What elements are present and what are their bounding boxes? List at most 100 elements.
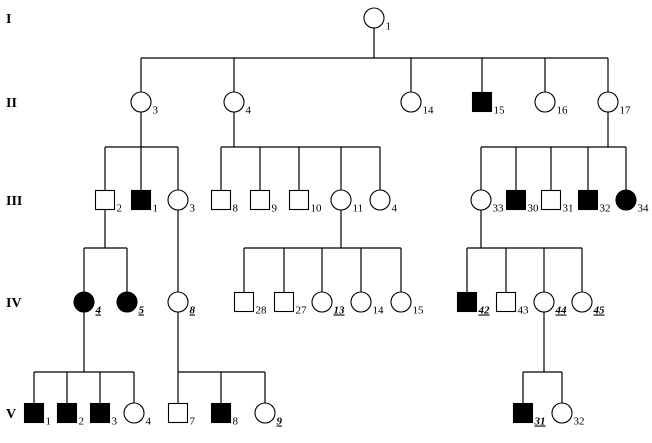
individual-i-1: 1 xyxy=(363,7,391,33)
unaffected-female-symbol xyxy=(363,7,385,29)
individual-label: 15 xyxy=(494,105,506,117)
individual-iii-11: 11 xyxy=(330,189,364,215)
individual-label: 15 xyxy=(413,305,425,317)
affected-male-symbol xyxy=(456,291,478,313)
individual-label: 13 xyxy=(334,305,346,317)
affected-male-symbol xyxy=(130,189,152,211)
unaffected-female-symbol xyxy=(330,189,352,211)
individual-iii-34: 34 xyxy=(615,189,649,215)
individual-iv-27: 27 xyxy=(273,291,308,317)
individual-iv-14: 14 xyxy=(350,291,385,317)
individual-label: 10 xyxy=(311,203,323,215)
individual-label: 1 xyxy=(153,203,159,215)
unaffected-male-symbol xyxy=(288,189,310,211)
individual-label: 30 xyxy=(528,203,540,215)
unaffected-male-symbol xyxy=(167,402,189,424)
individual-v-31: 31 xyxy=(512,402,546,428)
individual-iv-13: 13 xyxy=(311,291,346,317)
individual-iii-32: 32 xyxy=(577,189,611,215)
individual-label: 3 xyxy=(153,105,159,117)
generation-label-II: II xyxy=(6,96,17,111)
individual-v-32: 32 xyxy=(551,402,585,428)
individual-iv-8: 8 xyxy=(167,291,196,317)
unaffected-female-symbol xyxy=(400,91,422,113)
individual-label: 1 xyxy=(46,416,52,428)
affected-female-symbol xyxy=(116,291,138,313)
unaffected-male-symbol xyxy=(540,189,562,211)
unaffected-female-symbol xyxy=(311,291,333,313)
affected-female-symbol xyxy=(615,189,637,211)
descent-lines xyxy=(33,27,627,404)
individual-label: 8 xyxy=(190,305,196,317)
individual-label: 11 xyxy=(353,203,364,215)
individual-label: 14 xyxy=(373,305,385,317)
individual-label: 31 xyxy=(563,203,574,215)
unaffected-female-symbol xyxy=(223,91,245,113)
individual-ii-15: 15 xyxy=(471,91,506,117)
individual-label: 4 xyxy=(392,203,398,215)
individual-label: 44 xyxy=(555,305,568,317)
unaffected-female-symbol xyxy=(350,291,372,313)
individual-label: 42 xyxy=(478,305,491,317)
individual-label: 32 xyxy=(600,203,611,215)
unaffected-female-symbol xyxy=(470,189,492,211)
unaffected-female-symbol xyxy=(369,189,391,211)
individual-ii-3: 3 xyxy=(130,91,159,117)
generation-label-I: I xyxy=(6,12,11,27)
unaffected-female-symbol xyxy=(551,402,573,424)
affected-male-symbol xyxy=(89,402,111,424)
individual-label: 17 xyxy=(620,105,632,117)
individual-label: 16 xyxy=(557,105,569,117)
individual-iii-8: 8 xyxy=(210,189,239,215)
individual-iii-3: 3 xyxy=(167,189,196,215)
affected-male-symbol xyxy=(23,402,45,424)
individual-label: 33 xyxy=(493,203,505,215)
individual-label: 9 xyxy=(277,416,283,428)
unaffected-male-symbol xyxy=(94,189,116,211)
individual-iv-45: 45 xyxy=(571,291,606,317)
individual-iv-4: 4 xyxy=(73,291,102,317)
individual-label: 2 xyxy=(79,416,85,428)
affected-male-symbol xyxy=(210,402,232,424)
individual-label: 8 xyxy=(233,416,239,428)
affected-male-symbol xyxy=(471,91,493,113)
affected-male-symbol xyxy=(512,402,534,424)
affected-male-symbol xyxy=(505,189,527,211)
individual-label: 28 xyxy=(256,305,268,317)
individual-iii-10: 10 xyxy=(288,189,323,215)
generation-label-IV: IV xyxy=(6,296,22,311)
unaffected-female-symbol xyxy=(533,291,555,313)
individual-label: 9 xyxy=(272,203,278,215)
individual-iii-1: 1 xyxy=(130,189,159,215)
individual-iv-28: 28 xyxy=(233,291,268,317)
unaffected-female-symbol xyxy=(390,291,412,313)
unaffected-female-symbol xyxy=(254,402,276,424)
individual-iii-9: 9 xyxy=(249,189,278,215)
individual-iv-43: 43 xyxy=(495,291,529,317)
individual-iii-33: 33 xyxy=(470,189,505,215)
individual-label: 3 xyxy=(190,203,196,215)
individual-v-9: 9 xyxy=(254,402,283,428)
individual-ii-14: 14 xyxy=(400,91,435,117)
individual-label: 4 xyxy=(95,305,102,317)
individual-label: 31 xyxy=(534,416,546,428)
individual-ii-17: 17 xyxy=(597,91,632,117)
unaffected-male-symbol xyxy=(495,291,517,313)
individual-label: 45 xyxy=(593,305,606,317)
individual-iv-42: 42 xyxy=(456,291,491,317)
individual-iii-4: 4 xyxy=(369,189,398,215)
individual-iii-2: 2 xyxy=(94,189,122,215)
individual-label: 27 xyxy=(296,305,308,317)
individual-v-2: 2 xyxy=(56,402,85,428)
generation-label-V: V xyxy=(6,407,16,422)
individual-iv-5: 5 xyxy=(116,291,145,317)
generation-label-III: III xyxy=(6,194,22,209)
individual-iii-30: 30 xyxy=(505,189,540,215)
individual-iv-44: 44 xyxy=(533,291,568,317)
unaffected-female-symbol xyxy=(167,291,189,313)
unaffected-female-symbol xyxy=(534,91,556,113)
individual-label: 14 xyxy=(423,105,435,117)
